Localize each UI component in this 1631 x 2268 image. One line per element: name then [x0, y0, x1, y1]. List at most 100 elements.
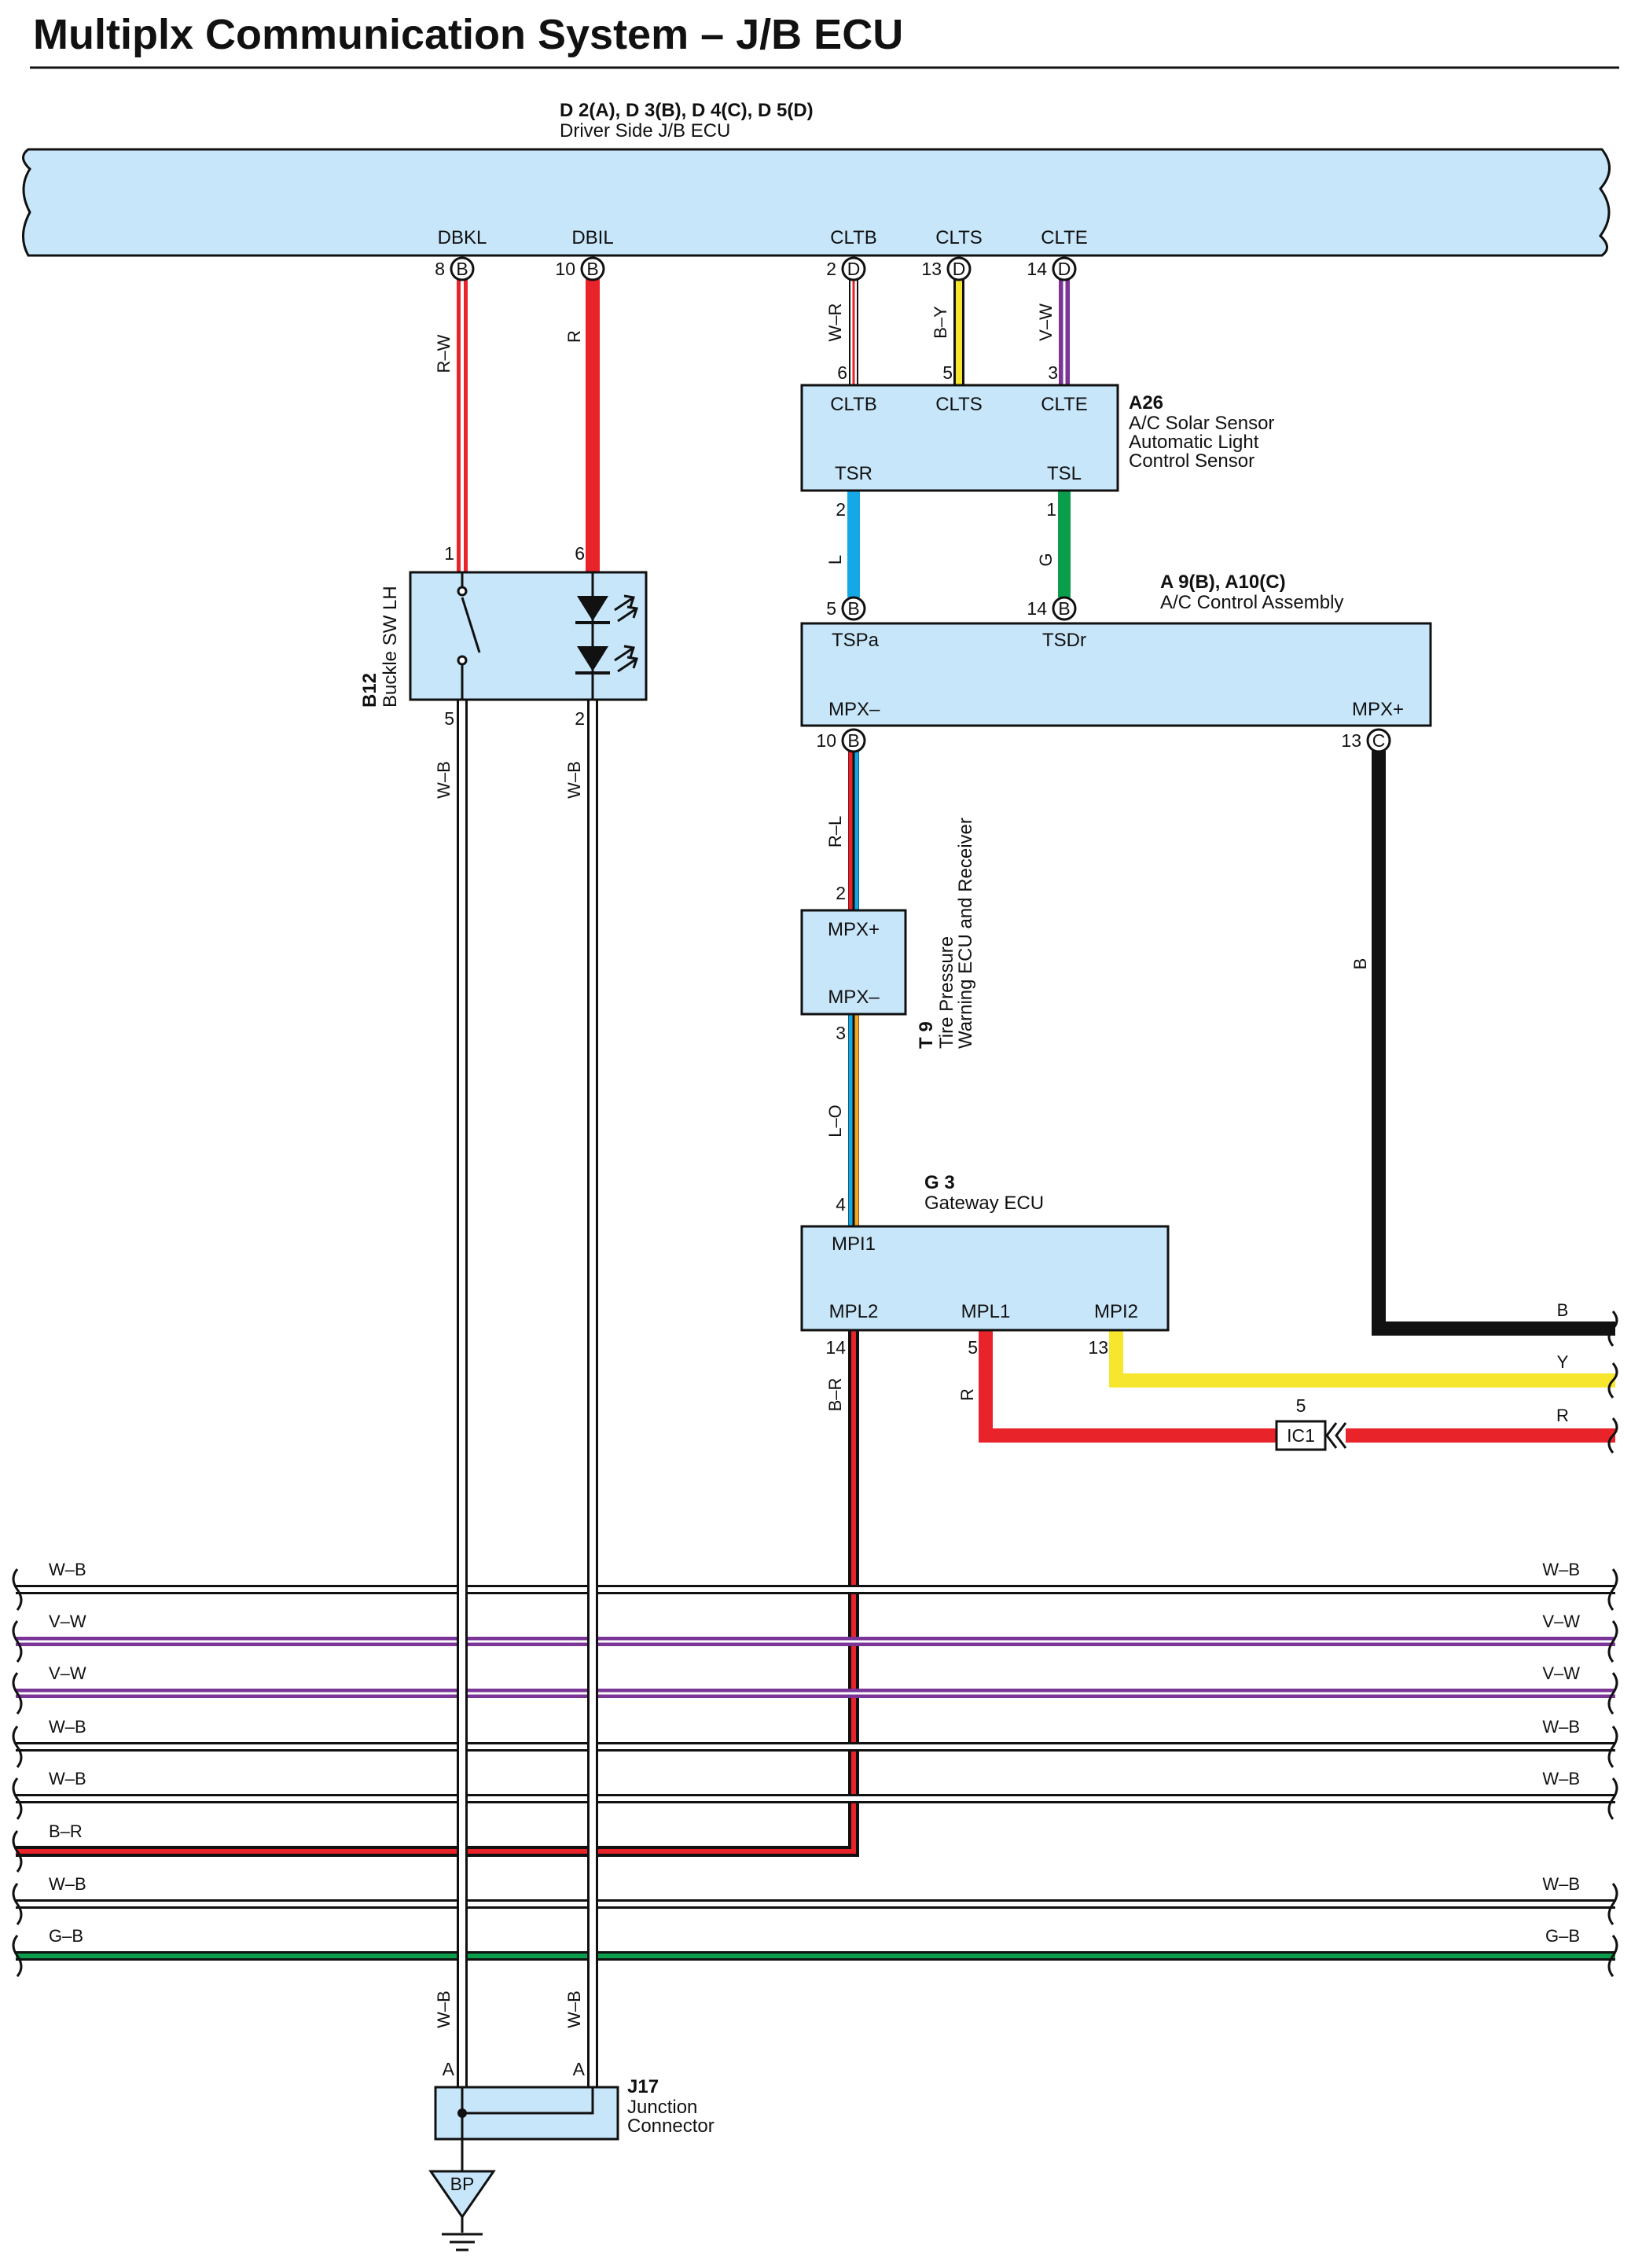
j17-pin-a-left: A — [443, 2059, 455, 2079]
wire-mpx-minus — [848, 751, 859, 910]
svg-text:5: 5 — [1296, 1395, 1306, 1416]
page-title: Multiplx Communication System – J/B ECU — [33, 11, 903, 58]
a26-code: A26 — [1129, 392, 1163, 414]
g3-terminal-mpi2: MPI2 — [1094, 1301, 1138, 1322]
svg-text:IC1: IC1 — [1287, 1425, 1315, 1446]
svg-text:5: 5 — [826, 598, 836, 619]
wire-label-dbkl: R–W — [434, 334, 454, 373]
g3-pin-5: 5 — [968, 1337, 978, 1358]
jb-ecu-box — [22, 148, 1611, 257]
svg-text:B: B — [847, 730, 859, 751]
t9-terminal-mpx-plus: MPX+ — [828, 919, 880, 940]
wire-label-j17-left: W–B — [434, 1990, 454, 2028]
wire-label-tsl: G — [1036, 553, 1056, 566]
g3-terminal-mpl1: MPL1 — [961, 1301, 1011, 1322]
led-icon — [575, 572, 638, 700]
a9-terminal-tspa: TSPa — [832, 630, 880, 651]
svg-text:D: D — [1058, 259, 1071, 279]
wire-label-b12-5: W–B — [434, 761, 454, 799]
t9-code: T 9 — [916, 1021, 937, 1049]
a26-name-1: A/C Solar Sensor — [1129, 413, 1274, 434]
wire-label-out-y: Y — [1557, 1352, 1569, 1372]
wire-label-out-r: R — [1556, 1406, 1569, 1425]
wire-out-y — [1109, 1330, 1615, 1388]
wire-label-dbil: R — [564, 330, 584, 343]
b12-pin-5: 5 — [444, 708, 454, 729]
a26-terminal-cltb: CLTB — [830, 394, 877, 415]
g3-terminal-mpl2: MPL2 — [829, 1301, 879, 1322]
a26-box — [800, 384, 1119, 492]
wire-mpx-plus — [1372, 751, 1615, 1336]
b12-pin-2: 2 — [575, 708, 585, 729]
a26-pin-1: 1 — [1046, 499, 1056, 520]
g3-code: G 3 — [924, 1172, 955, 1193]
svg-text:2: 2 — [826, 259, 836, 279]
bus-label-right: W–B — [1542, 1874, 1580, 1894]
t9-name-2: Warning ECU and Receiver — [955, 818, 976, 1049]
wire-out-r — [979, 1330, 1277, 1443]
jb-terminal-dbkl: DBKL — [438, 227, 487, 248]
wire-label-b12-2: W–B — [564, 761, 584, 799]
a26-pin-6: 6 — [837, 362, 847, 383]
jb-pin-2: 2 D — [826, 256, 866, 281]
wire-g3-br — [16, 1330, 859, 1857]
wire-label-g3-r: R — [957, 1388, 977, 1401]
a26-pin-2: 2 — [836, 499, 846, 520]
g3-pin-13: 13 — [1088, 1337, 1108, 1358]
t9-terminal-mpx-minus: MPX– — [828, 987, 880, 1008]
jb-pin-13: 13 D — [921, 256, 972, 281]
cut-end-b — [1607, 1310, 1618, 1347]
a26-name-2: Automatic Light — [1129, 432, 1259, 453]
bus-label-right: G–B — [1545, 1926, 1580, 1946]
bus-label-left: W–B — [49, 1769, 86, 1788]
jb-ecu-code: D 2(A), D 3(B), D 4(C), D 5(D) — [560, 100, 814, 121]
switch-symbol — [457, 572, 481, 700]
a9-box — [800, 622, 1432, 727]
a9-terminal-mpx-plus: MPX+ — [1352, 699, 1404, 720]
a26-pin-3: 3 — [1048, 362, 1058, 383]
bus-label-right: W–B — [1542, 1717, 1580, 1737]
wire-label-tsr: L — [825, 555, 845, 564]
svg-text:B: B — [456, 259, 468, 279]
a9-name: A/C Control Assembly — [1160, 592, 1343, 613]
a26-terminal-tsr: TSR — [835, 463, 872, 484]
a9-code: A 9(B), A10(C) — [1160, 572, 1286, 593]
bus-label-right: V–W — [1542, 1663, 1580, 1683]
bus-label-left: W–B — [49, 1874, 86, 1894]
b12-code: B12 — [359, 673, 380, 708]
a26-terminal-clte: CLTE — [1041, 394, 1088, 415]
t9-pin-3: 3 — [836, 1023, 846, 1043]
g3-box — [800, 1225, 1170, 1332]
a26-pin-5: 5 — [942, 362, 953, 383]
t9-pin-2: 2 — [836, 883, 846, 903]
j17-code: J17 — [627, 2076, 659, 2097]
a26-name-3: Control Sensor — [1129, 450, 1254, 472]
jb-ecu-name: Driver Side J/B ECU — [560, 120, 730, 142]
a9-terminal-tsdr: TSDr — [1042, 630, 1086, 651]
wire-t9-lo — [848, 1014, 859, 1226]
ground-icon — [442, 2217, 483, 2251]
svg-text:C: C — [1372, 730, 1386, 751]
b12-pin-6: 6 — [575, 543, 585, 564]
jb-pin-8: 8 B — [435, 256, 475, 281]
t9-name-1: Tire Pressure — [936, 936, 957, 1049]
wire-label-j17-right: W–B — [564, 1990, 584, 2028]
b12-name: Buckle SW LH — [380, 586, 401, 708]
cut-end-r — [1607, 1417, 1618, 1454]
j17-junction-dot — [457, 2108, 467, 2118]
bus-label-left: B–R — [49, 1821, 83, 1841]
bus-label-right: W–B — [1542, 1560, 1580, 1579]
svg-text:10: 10 — [555, 259, 575, 279]
jb-terminal-clts: CLTS — [935, 227, 983, 248]
bus-label-left: G–B — [49, 1926, 83, 1946]
svg-text:D: D — [847, 259, 861, 279]
svg-text:14: 14 — [1027, 598, 1047, 619]
wire-label-g3-br: B–R — [825, 1378, 845, 1412]
svg-text:13: 13 — [1341, 730, 1361, 751]
svg-text:B: B — [586, 259, 598, 279]
a9-pin-14: 14 B — [1027, 596, 1077, 621]
svg-text:14: 14 — [1027, 259, 1047, 279]
svg-text:B: B — [847, 598, 859, 619]
g3-pin-14: 14 — [825, 1337, 846, 1358]
